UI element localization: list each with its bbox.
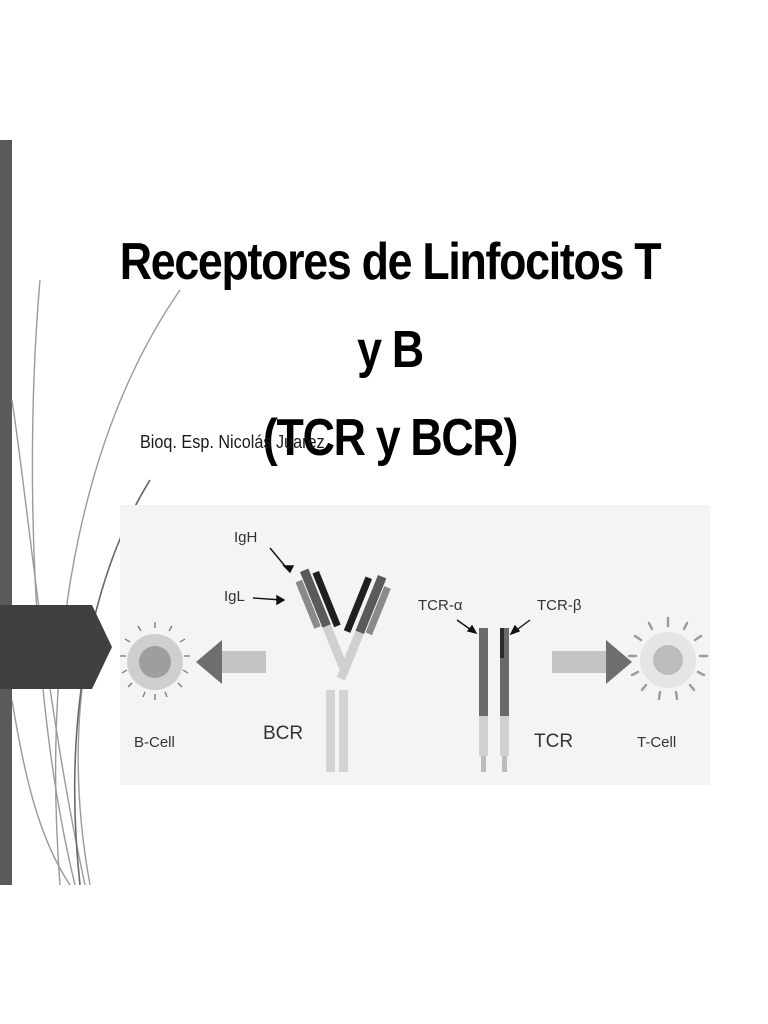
left-accent-bar bbox=[0, 140, 12, 885]
slide-title: Receptores de Linfocitos T y B (TCR y BC… bbox=[106, 218, 674, 482]
label-tcr-alpha: TCR-α bbox=[418, 597, 463, 614]
t-cell-icon bbox=[627, 616, 709, 701]
label-tcr-beta: TCR-β bbox=[537, 597, 582, 614]
arrow-tab-shape bbox=[0, 605, 112, 689]
label-tcr: TCR bbox=[534, 731, 573, 752]
tcr-receptor bbox=[479, 628, 509, 772]
arrow-to-t-cell bbox=[552, 640, 632, 684]
title-line-2: (TCR y BCR) bbox=[262, 409, 518, 467]
figure-background bbox=[120, 505, 710, 785]
b-cell-icon bbox=[120, 622, 190, 700]
slide-subtitle: Bioq. Esp. Nicolás Juarez bbox=[140, 432, 325, 452]
title-line-1: Receptores de Linfocitos T y B bbox=[119, 233, 662, 379]
label-igl: IgL bbox=[224, 588, 245, 605]
arrow-to-b-cell bbox=[196, 640, 266, 684]
label-igh: IgH bbox=[234, 529, 257, 546]
label-b-cell: B-Cell bbox=[134, 734, 175, 751]
bcr-antibody bbox=[295, 568, 391, 772]
label-t-cell: T-Cell bbox=[637, 734, 676, 751]
pointer-arrows bbox=[252, 547, 531, 636]
label-bcr: BCR bbox=[263, 723, 303, 744]
